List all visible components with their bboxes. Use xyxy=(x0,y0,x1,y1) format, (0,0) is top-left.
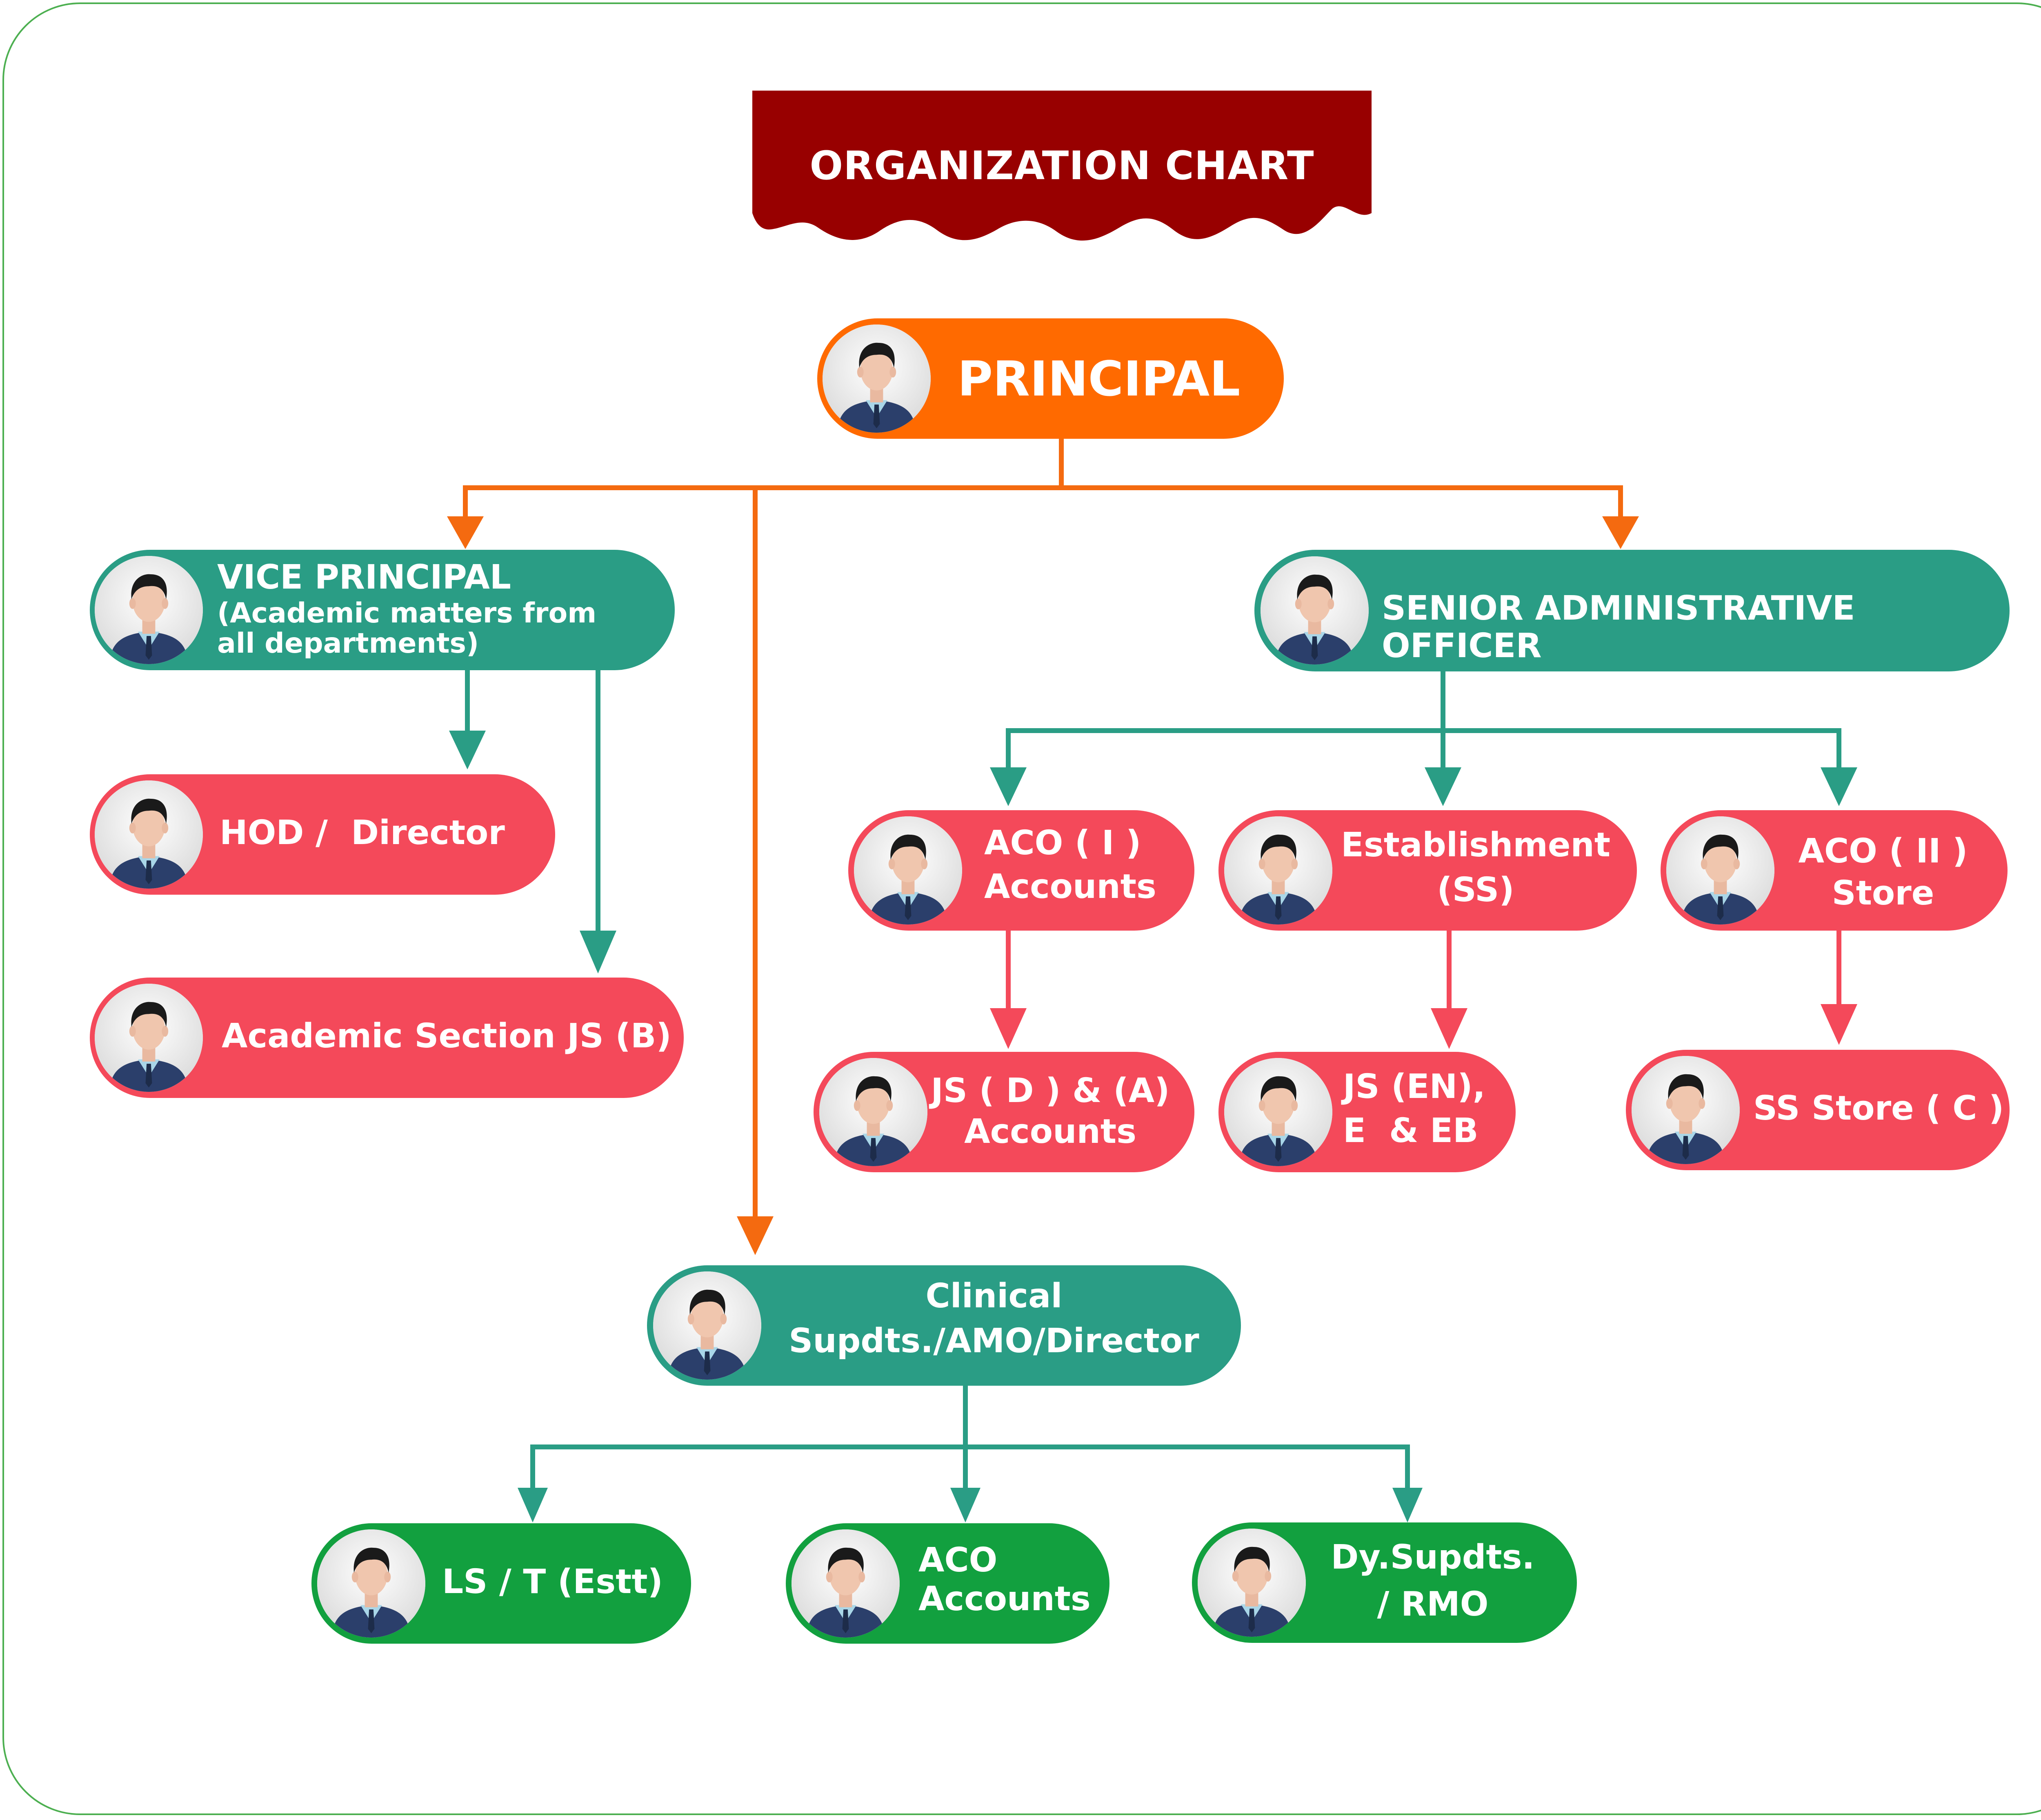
person-avatar-icon xyxy=(1666,816,1774,924)
arrow-to-dy-supdts xyxy=(1392,1488,1423,1522)
arrow-to-clinical xyxy=(737,1216,774,1255)
ss-store-label: SS Store ( C ) xyxy=(1753,1089,2004,1128)
person-avatar-icon xyxy=(819,1058,927,1166)
arrow-to-hod xyxy=(449,731,486,769)
aco-accounts-line1: ACO xyxy=(918,1541,998,1580)
arrow-to-aco-ii xyxy=(1821,767,1857,806)
arrow-to-senior-admin xyxy=(1602,516,1639,549)
vice-principal-title: VICE PRINCIPAL xyxy=(217,558,511,597)
person-avatar-icon xyxy=(1261,556,1369,664)
aco-ii-node[interactable]: ACO ( II ) Store xyxy=(1661,810,2008,931)
person-avatar-icon xyxy=(95,984,203,1092)
ss-store-node[interactable]: SS Store ( C ) xyxy=(1626,1050,2010,1170)
arrow-to-academic-section xyxy=(580,931,616,973)
js-en-line2: E & EB xyxy=(1343,1111,1479,1150)
aco-ii-line2: Store xyxy=(1832,874,1934,913)
aco-i-line2: Accounts xyxy=(984,867,1156,906)
person-avatar-icon xyxy=(1198,1529,1306,1637)
person-avatar-icon xyxy=(791,1529,900,1638)
senior-admin-label: SENIOR ADMINISTRATIVE OFFICER xyxy=(1382,589,1855,665)
person-avatar-icon xyxy=(854,816,962,924)
js-da-node[interactable]: JS ( D ) & (A) Accounts xyxy=(814,1052,1194,1172)
arrow-to-vice-principal xyxy=(447,516,484,549)
ls-t-node[interactable]: LS / T (Estt) xyxy=(311,1523,691,1644)
aco-accounts-node[interactable]: ACO Accounts xyxy=(786,1523,1109,1644)
arrow-to-aco-accounts xyxy=(950,1488,980,1522)
chart-title: ORGANIZATION CHART xyxy=(809,143,1314,189)
principal-label: PRINCIPAL xyxy=(957,351,1241,407)
hod-node[interactable]: HOD / Director xyxy=(90,774,555,895)
person-avatar-icon xyxy=(1224,816,1332,924)
arrow-to-js-en xyxy=(1431,1008,1467,1049)
clinical-line1: Clinical xyxy=(925,1277,1063,1316)
dy-supdts-node[interactable]: Dy.Supdts. / RMO xyxy=(1192,1522,1577,1643)
aco-accounts-line2: Accounts xyxy=(918,1580,1091,1618)
principal-node[interactable]: PRINCIPAL xyxy=(817,318,1284,439)
vice-principal-subtitle-1: (Academic matters from xyxy=(217,597,597,629)
aco-ii-line1: ACO ( II ) xyxy=(1798,832,1968,871)
level3-connectors xyxy=(990,931,1857,1049)
person-avatar-icon xyxy=(95,780,203,889)
person-avatar-icon xyxy=(317,1529,425,1638)
clinical-line2: Supdts./AMO/Director xyxy=(789,1322,1199,1360)
person-avatar-icon xyxy=(653,1271,761,1380)
dy-supdts-line2: / RMO xyxy=(1377,1585,1489,1624)
ls-t-label: LS / T (Estt) xyxy=(442,1562,663,1601)
js-en-node[interactable]: JS (EN), E & EB xyxy=(1218,1052,1516,1172)
aco-i-node[interactable]: ACO ( I ) Accounts xyxy=(848,810,1194,931)
vice-principal-subtitle-2: all departments) xyxy=(217,627,479,660)
arrow-to-ss-store xyxy=(1821,1004,1857,1045)
person-avatar-icon xyxy=(823,324,931,433)
person-avatar-icon xyxy=(95,556,203,664)
js-da-line1: JS ( D ) & (A) xyxy=(931,1071,1170,1110)
arrow-to-establishment xyxy=(1425,767,1461,806)
person-avatar-icon xyxy=(1632,1056,1740,1164)
js-da-line2: Accounts xyxy=(964,1112,1136,1151)
person-avatar-icon xyxy=(1224,1058,1332,1166)
title-banner: ORGANIZATION CHART xyxy=(752,91,1372,248)
aco-i-line1: ACO ( I ) xyxy=(984,824,1141,862)
arrow-to-aco-i xyxy=(990,767,1027,806)
establishment-line1: Establishment xyxy=(1341,826,1611,864)
clinical-node[interactable]: Clinical Supdts./AMO/Director xyxy=(647,1265,1241,1386)
arrow-to-ls-t xyxy=(518,1488,548,1522)
dy-supdts-line1: Dy.Supdts. xyxy=(1331,1538,1535,1577)
senior-admin-connectors xyxy=(990,671,1857,806)
establishment-line2: (SS) xyxy=(1437,871,1514,909)
vice-principal-node[interactable]: VICE PRINCIPAL (Academic matters from al… xyxy=(90,550,675,670)
js-en-line1: JS (EN), xyxy=(1343,1067,1485,1106)
academic-section-node[interactable]: Academic Section JS (B) xyxy=(90,978,684,1098)
clinical-connectors xyxy=(518,1386,1423,1522)
principal-connectors xyxy=(447,439,1639,1255)
establishment-node[interactable]: Establishment (SS) xyxy=(1218,810,1637,931)
arrow-to-js-da xyxy=(990,1008,1027,1049)
vice-principal-connectors xyxy=(449,669,616,973)
hod-label: HOD / Director xyxy=(220,813,505,852)
senior-admin-node[interactable]: SENIOR ADMINISTRATIVE OFFICER xyxy=(1254,550,2010,671)
academic-section-label: Academic Section JS (B) xyxy=(222,1017,671,1056)
banner-ribbon-shape xyxy=(752,91,1372,241)
